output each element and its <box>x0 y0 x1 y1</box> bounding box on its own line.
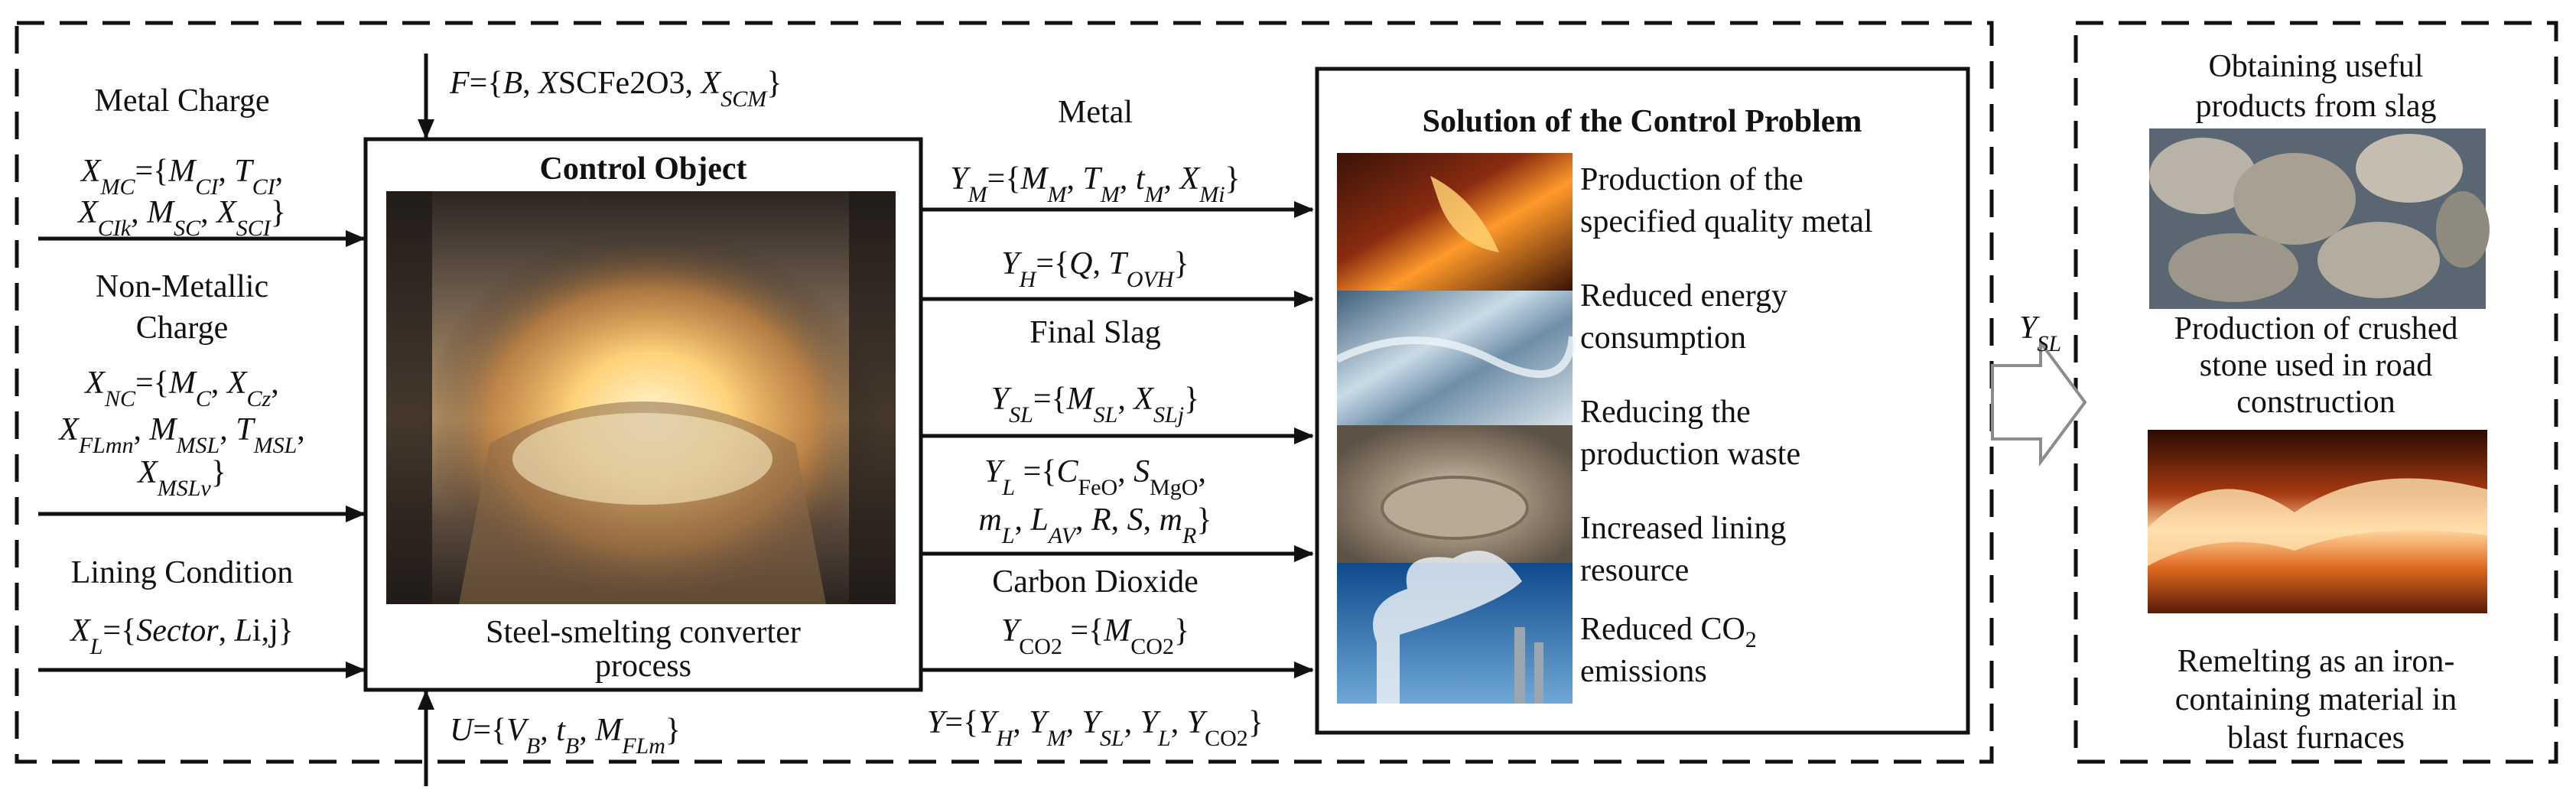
slag-use-3-line1: Remelting as an iron- <box>2178 644 2455 679</box>
solution-item-3-line2: production waste <box>1580 437 1800 472</box>
non-metallic-title-2: Charge <box>136 310 229 346</box>
solution-item-5-line1: Reduced CO2 <box>1580 612 1757 652</box>
control-object-caption-line1: Steel-smelting converter <box>486 615 801 650</box>
slag-use-1-line1: Obtaining useful <box>2208 49 2423 84</box>
solution-item-3-line1: Reducing the <box>1580 395 1751 430</box>
metal-title: Metal <box>1058 95 1133 130</box>
lining-formula-1: YL ={CFeO, SMgO, <box>984 454 1206 500</box>
solution-item-1-line2: specified quality metal <box>1580 204 1873 239</box>
disturbance-formula: F={B, XSCFe2O3, XSCM} <box>449 66 782 112</box>
slag-use-2-line1: Production of crushed <box>2174 311 2458 346</box>
slag-use-3-line2: containing material in <box>2175 682 2457 717</box>
solution-title: Solution of the Control Problem <box>1423 104 1862 139</box>
solution-item-4-line1: Increased lining <box>1580 511 1786 546</box>
slag-use-1-line2: products from slag <box>2196 89 2437 124</box>
final-slag-title: Final Slag <box>1029 315 1161 350</box>
solution-item-5-line2: emissions <box>1580 654 1707 689</box>
slag-photo <box>2149 128 2490 309</box>
solution-images <box>1335 153 1576 704</box>
solution-item-1-line1: Production of the <box>1580 162 1804 197</box>
final-slag-formula: YSL={MSL, XSLj} <box>991 382 1199 428</box>
slag-flow-arrow <box>1991 337 2087 467</box>
slag-use-2-line2: stone used in road <box>2200 348 2432 383</box>
lining-condition-formula: XL={Sector, Li,j} <box>69 613 294 659</box>
converter-photo <box>386 191 896 604</box>
solution-item-2-line2: consumption <box>1580 320 1746 356</box>
control-object-caption-line2: process <box>595 649 691 684</box>
lining-condition-title: Lining Condition <box>71 555 294 590</box>
non-metallic-formula-3: XMSLv} <box>136 455 226 501</box>
slag-flow-label: YSL <box>2019 310 2061 356</box>
metal-charge-title: Metal Charge <box>95 83 270 119</box>
heat-formula: YH={Q, TOVH} <box>1001 246 1189 292</box>
metal-charge-formula-2: XCIk, MSC, XSCI} <box>76 195 286 241</box>
metal-formula: YM={MM, TM, tM, XMi} <box>950 161 1240 207</box>
solution-item-4-line2: resource <box>1580 553 1689 588</box>
lining-formula-2: mL, LAV, R, S, mR} <box>978 502 1212 548</box>
co2-title: Carbon Dioxide <box>992 564 1198 600</box>
total-output-formula: Y={YH, YM, YSL, YL, YCO2} <box>927 705 1264 751</box>
solution-item-2-line1: Reduced energy <box>1580 278 1787 314</box>
system-boundary <box>15 21 1994 764</box>
co2-formula: YCO2 ={MCO2} <box>1001 613 1189 659</box>
non-metallic-formula-1: XNC={MC, XCz, <box>83 366 278 411</box>
energy-photo <box>1337 291 1573 425</box>
non-metallic-title-1: Non-Metallic <box>96 269 268 304</box>
slag-use-2-line3: construction <box>2236 385 2395 420</box>
control-object-title: Control Object <box>539 151 746 187</box>
non-metallic-formula-2: XFLmn, MMSL, TMSL, <box>57 412 305 458</box>
control-formula: U={VB, tB, MFLm} <box>450 713 681 759</box>
remelting-photo <box>2148 430 2487 613</box>
slag-use-3-line3: blast furnaces <box>2227 720 2405 756</box>
metal-charge-formula-1: XMC={MCI, TCI, <box>80 154 283 200</box>
